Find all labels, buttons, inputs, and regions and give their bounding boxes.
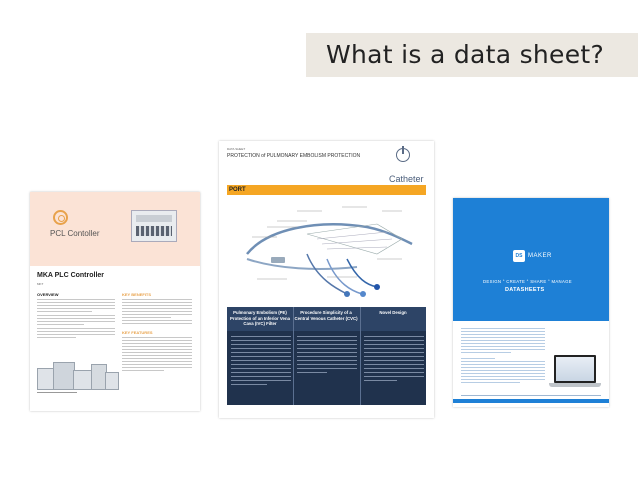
doc-label: DATA SHEET xyxy=(227,147,246,151)
footer-rule xyxy=(37,392,77,395)
overview-text xyxy=(37,299,115,340)
table-column-bullets xyxy=(231,336,291,388)
section-bar-label: PORT xyxy=(229,187,246,193)
datasheet-catheter: DATA SHEET PROTECTION of PULMONARY EMBOL… xyxy=(219,141,434,418)
slide-title-band xyxy=(306,33,638,77)
catheter-device-diagram xyxy=(246,206,413,297)
table-column-title: Procedure Simplicity of a Central Venous… xyxy=(294,310,358,321)
plc-device-image xyxy=(131,210,177,242)
benefits-list xyxy=(122,299,192,326)
overview-heading: OVERVIEW xyxy=(37,292,59,297)
section-bar xyxy=(227,185,426,195)
cover-title: DATASHEETS xyxy=(505,287,545,293)
slide-title: What is a data sheet? xyxy=(326,40,605,69)
datasheet-plc-controller: PCL Contoller MKA PLC Controller MKT OVE… xyxy=(30,192,200,411)
laptop-image xyxy=(549,355,601,391)
table-column-title: Novel Design xyxy=(379,310,407,315)
brand-name: PCL Contoller xyxy=(50,229,100,238)
brand-tagline: DESIGN ° CREATE ° SHARE ° MANAGE xyxy=(483,279,572,284)
datasheet-ds-maker: DS MAKER DESIGN ° CREATE ° SHARE ° MANAG… xyxy=(453,198,609,407)
product-subtitle: MKT xyxy=(37,282,44,286)
contact-line xyxy=(461,395,601,398)
column-divider xyxy=(293,307,294,405)
features-heading: KEY FEATURES xyxy=(122,330,153,335)
table-column-title: Pulmonary Embolism (PE) Protection of an… xyxy=(230,310,290,327)
feature-list xyxy=(461,358,545,385)
ds-logo-icon: DS xyxy=(513,250,525,262)
intro-text xyxy=(461,328,545,355)
table-column-bullets xyxy=(364,336,424,384)
table-header xyxy=(227,307,426,331)
benefits-heading: KEY BENEFITS xyxy=(122,292,152,297)
catheter-logo-text: Catheter xyxy=(389,174,424,184)
footer-bar xyxy=(453,399,609,403)
comparison-table: Pulmonary Embolism (PE) Protection of an… xyxy=(227,307,426,405)
brand-name: MAKER xyxy=(528,253,552,259)
table-column-bullets xyxy=(297,336,357,376)
brand-logo-icon xyxy=(53,210,68,225)
column-divider xyxy=(360,307,361,405)
plc-product-photo xyxy=(37,360,119,390)
catheter-logo-icon xyxy=(396,146,410,162)
features-list xyxy=(122,337,192,373)
product-title: MKA PLC Controller xyxy=(37,272,105,279)
cover-banner xyxy=(453,198,609,321)
doc-heading: PROTECTION of PULMONARY EMBOLISM PROTECT… xyxy=(227,153,361,159)
